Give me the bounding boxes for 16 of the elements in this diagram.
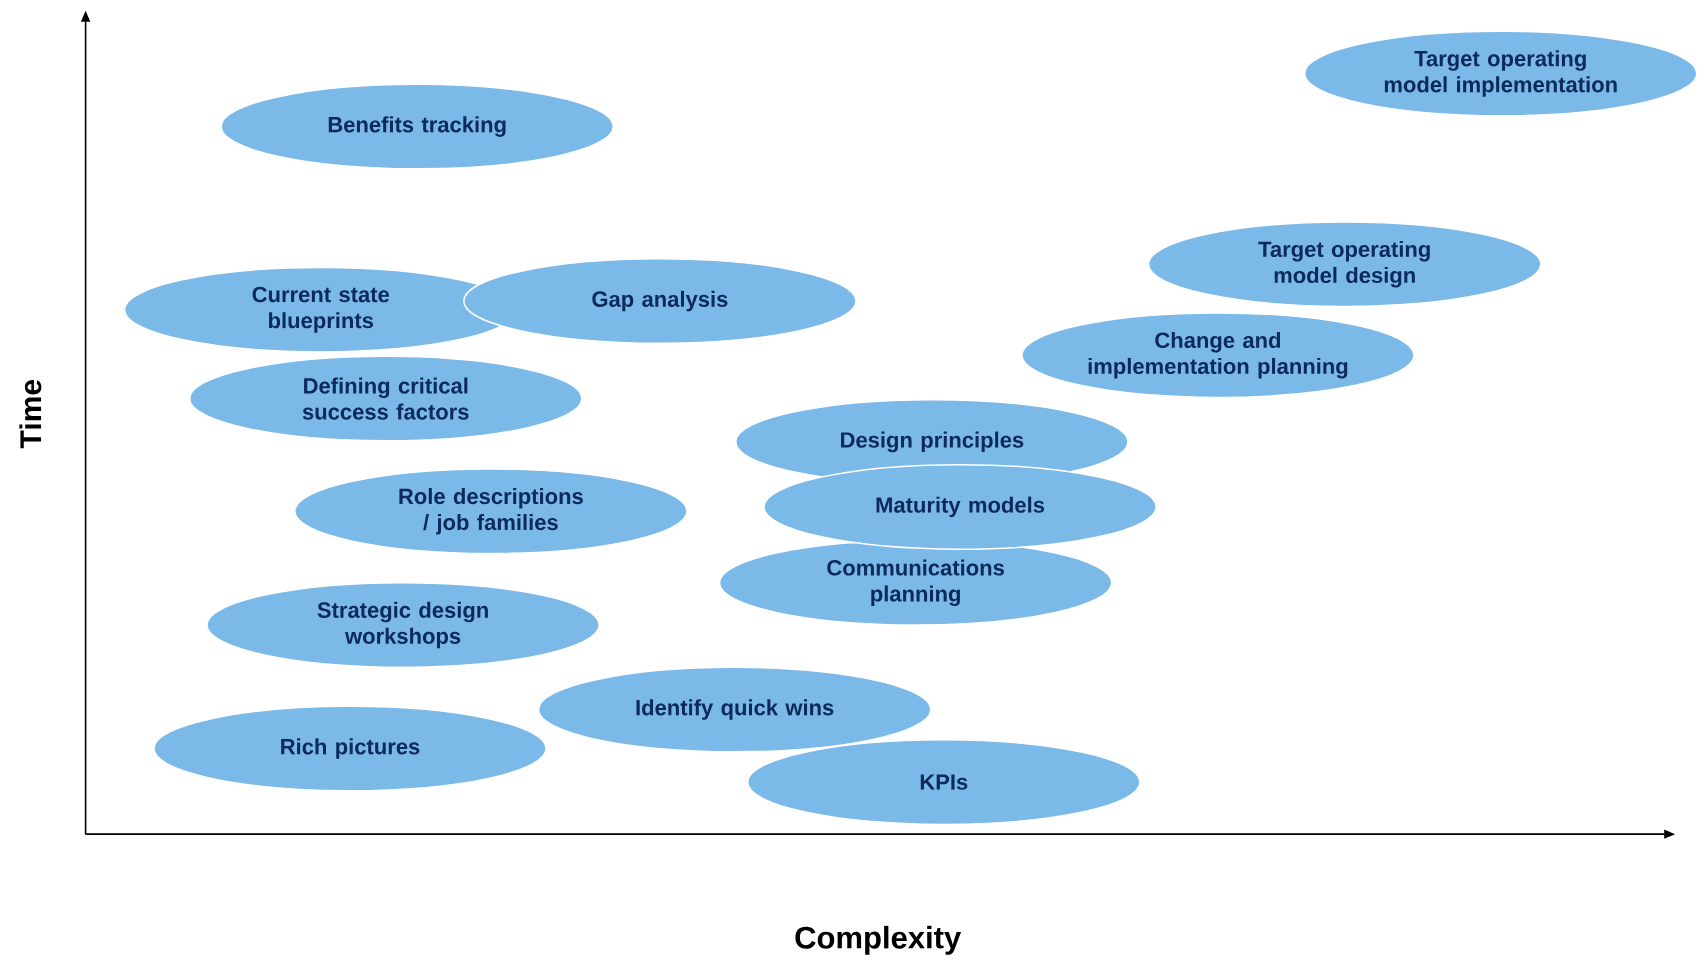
- ellipse-node: Rich pictures: [153, 705, 547, 792]
- ellipse-node: Communications planning: [718, 539, 1113, 626]
- ellipse-node: Benefits tracking: [220, 83, 615, 170]
- ellipse-node: Target operating model design: [1147, 221, 1542, 308]
- ellipse-node: Strategic design workshops: [206, 582, 600, 669]
- ellipse-node: Maturity models: [763, 463, 1157, 550]
- axis-title: Complexity: [795, 925, 962, 955]
- ellipse-node: Defining critical success factors: [188, 355, 583, 442]
- ellipse-node: KPIs: [746, 739, 1141, 826]
- ellipse-node: Role descriptions / job families: [294, 468, 688, 555]
- axis-title: Time: [19, 380, 42, 449]
- ellipse-node: Target operating model implementation: [1303, 30, 1698, 117]
- ellipse-node: Gap analysis: [463, 258, 857, 345]
- ellipse-node: Current state blueprints: [123, 266, 518, 353]
- ellipse-node: Change and implementation planning: [1021, 312, 1415, 399]
- ellipse-node: Identify quick wins: [537, 666, 932, 753]
